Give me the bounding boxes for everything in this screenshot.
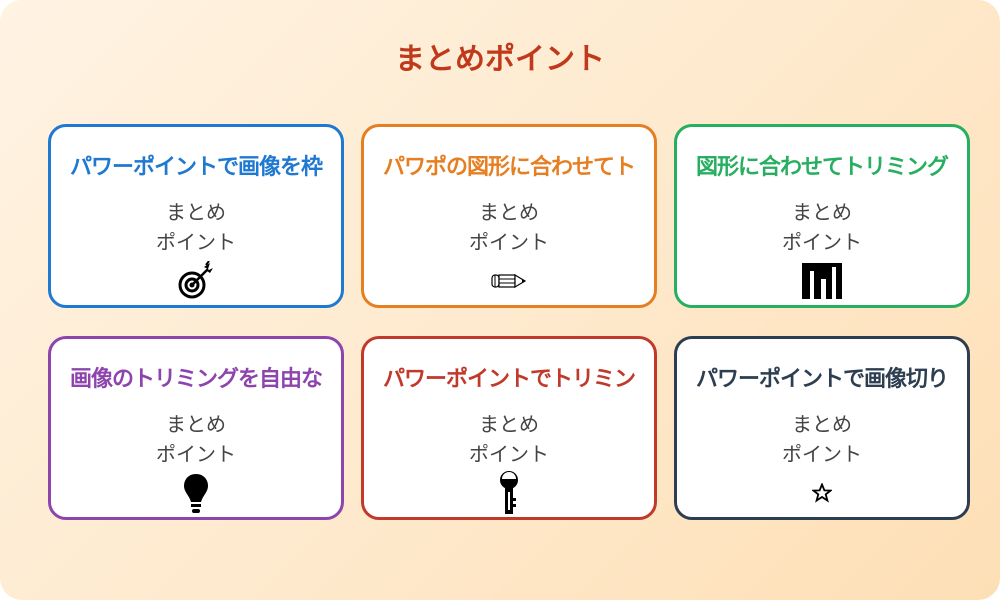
bar-chart-icon bbox=[802, 261, 842, 301]
card-subtitle-line2: ポイント bbox=[469, 230, 549, 254]
lightbulb-icon bbox=[176, 473, 216, 513]
card-subtitle-line1: まとめ bbox=[479, 412, 539, 436]
card-title: パワーポイントで画像を枠 bbox=[69, 155, 323, 180]
card-1: パワーポイントで画像を枠 まとめ ポイント bbox=[48, 124, 344, 308]
star-icon bbox=[802, 473, 842, 513]
card-subtitle-line1: まとめ bbox=[166, 412, 226, 436]
card-title: 画像のトリミングを自由な bbox=[69, 367, 323, 392]
card-subtitle-line2: ポイント bbox=[782, 442, 862, 466]
card-title: パワポの図形に合わせてト bbox=[382, 155, 636, 180]
card-2: パワポの図形に合わせてト まとめ ポイント bbox=[361, 124, 657, 308]
card-subtitle-line2: ポイント bbox=[782, 230, 862, 254]
card-subtitle-line2: ポイント bbox=[156, 230, 236, 254]
card-subtitle-line1: まとめ bbox=[479, 200, 539, 224]
card-subtitle-line1: まとめ bbox=[792, 412, 852, 436]
card-title: 図形に合わせてトリミング bbox=[695, 155, 949, 180]
card-title: パワーポイントで画像切り bbox=[695, 367, 949, 392]
card-4: 画像のトリミングを自由な まとめ ポイント bbox=[48, 336, 344, 520]
page-title: まとめポイント bbox=[395, 42, 605, 77]
card-6: パワーポイントで画像切り まとめ ポイント bbox=[674, 336, 970, 520]
card-title: パワーポイントでトリミン bbox=[382, 367, 636, 392]
card-3: 図形に合わせてトリミング まとめ ポイント bbox=[674, 124, 970, 308]
card-subtitle-line2: ポイント bbox=[469, 442, 549, 466]
key-icon bbox=[489, 471, 529, 514]
card-5: パワーポイントでトリミン まとめ ポイント bbox=[361, 336, 657, 520]
target-icon bbox=[176, 261, 216, 301]
card-subtitle-line1: まとめ bbox=[792, 200, 852, 224]
pencil-icon bbox=[489, 261, 529, 301]
card-subtitle-line2: ポイント bbox=[156, 442, 236, 466]
card-subtitle-line1: まとめ bbox=[166, 200, 226, 224]
